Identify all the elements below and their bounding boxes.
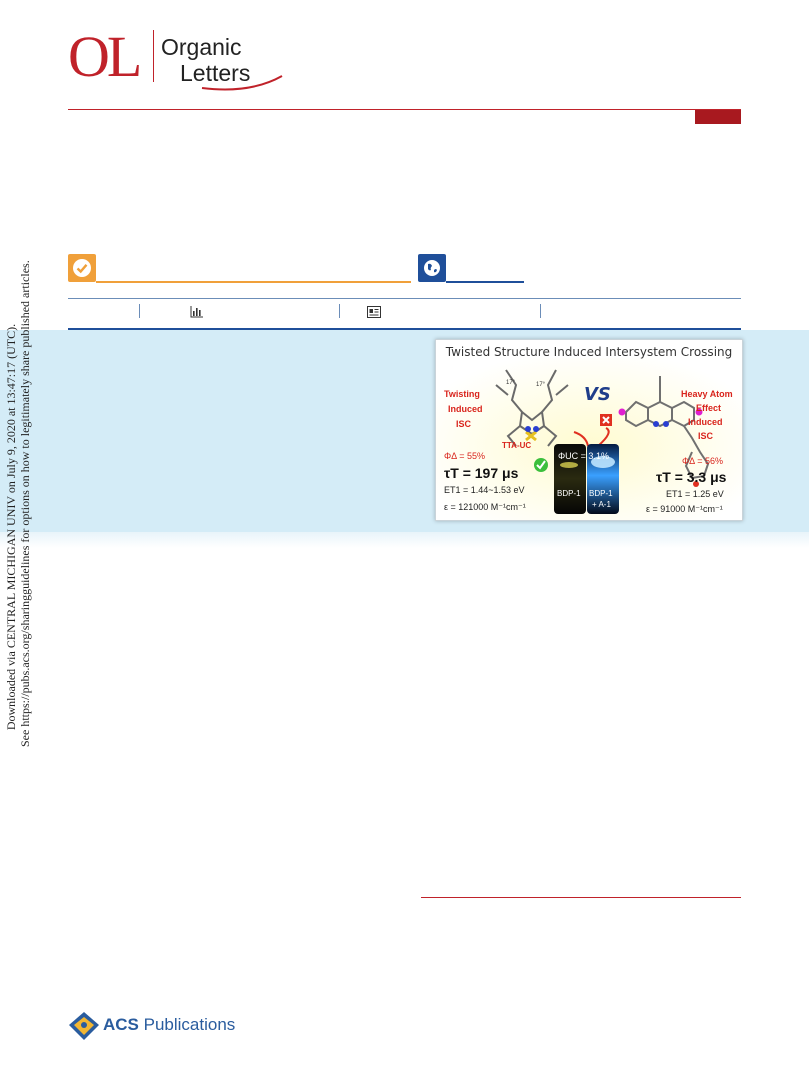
vs-label: VS [584,384,611,405]
left-triplet-energy: ET1 = 1.44~1.53 eV [444,485,525,495]
download-note-line1: Downloaded via CENTRAL MICHIGAN UNIV on … [4,323,18,731]
vial-bdp1 [554,444,586,514]
angle-right-label: 17° [536,382,546,388]
journal-logo-mark: OL [68,24,142,89]
angle-left-label: 17° [506,380,516,386]
publisher-name: ACS Publications [103,1016,235,1033]
acs-logo-icon [69,1012,99,1040]
vial2-label-line1: BDP-1 [589,489,613,498]
right-label-line4: ISC [698,431,714,441]
abstract-band-fade [0,532,809,548]
header-rule [68,109,741,110]
check-circle-icon [73,259,91,277]
right-label-line3: Induced [688,417,723,427]
metrics-separator [139,304,140,318]
toc-graphic-art: VS [436,358,742,520]
journal-name-line2: Letters [180,60,251,86]
license-badge[interactable] [418,254,446,282]
globe-icon [424,260,440,276]
open-access-badge[interactable] [68,254,96,282]
publisher-name-bold: ACS [103,1015,139,1034]
download-note-line2: See https://pubs.acs.org/sharingguidelin… [18,260,32,747]
right-label-line1: Heavy Atom [681,389,733,399]
open-access-underline [96,281,411,283]
right-molar-absorption: ε = 91000 M⁻¹cm⁻¹ [646,504,723,514]
metrics-bar-top-rule [68,298,741,299]
journal-name-line1: Organic [161,34,242,60]
article-type-tab [695,110,741,124]
article-list-icon[interactable] [367,306,381,318]
vial2-label-line2: + A-1 [592,500,611,509]
right-triplet-lifetime: τT = 3.3 μs [656,469,727,485]
right-singlet-oxygen-yield: ΦΔ = 56% [682,456,723,466]
metrics-separator [540,304,541,318]
download-note: Downloaded via CENTRAL MICHIGAN UNIV on … [4,260,32,747]
footnote-rule [421,897,741,898]
tta-uc-label: TTA-UC [502,441,532,450]
left-molar-absorption: ε = 121000 M⁻¹cm⁻¹ [444,502,526,512]
metrics-separator [339,304,340,318]
license-underline [446,281,524,283]
vial1-label: BDP-1 [557,489,581,498]
upconversion-yield: ΦUC = 3.1% [558,451,609,461]
left-label-line1: Twisting [444,389,480,399]
right-label-line2: Effect [696,403,722,413]
left-triplet-lifetime: τT = 197 μs [444,465,519,481]
left-label-line2: Induced [448,404,483,414]
left-singlet-oxygen-yield: ΦΔ = 55% [444,451,485,461]
logo-divider [153,30,154,82]
right-triplet-energy: ET1 = 1.25 eV [666,489,724,499]
left-label-line3: ISC [456,419,472,429]
toc-graphic: VS Twisted Structure Induced Intersystem… [435,339,743,521]
bar-chart-icon[interactable] [190,306,204,318]
toc-graphic-title: Twisted Structure Induced Intersystem Cr… [445,345,733,359]
metrics-bar-bottom-rule [68,328,741,330]
publisher-name-rest: Publications [138,1015,236,1034]
logo-swoosh-icon [201,75,283,91]
